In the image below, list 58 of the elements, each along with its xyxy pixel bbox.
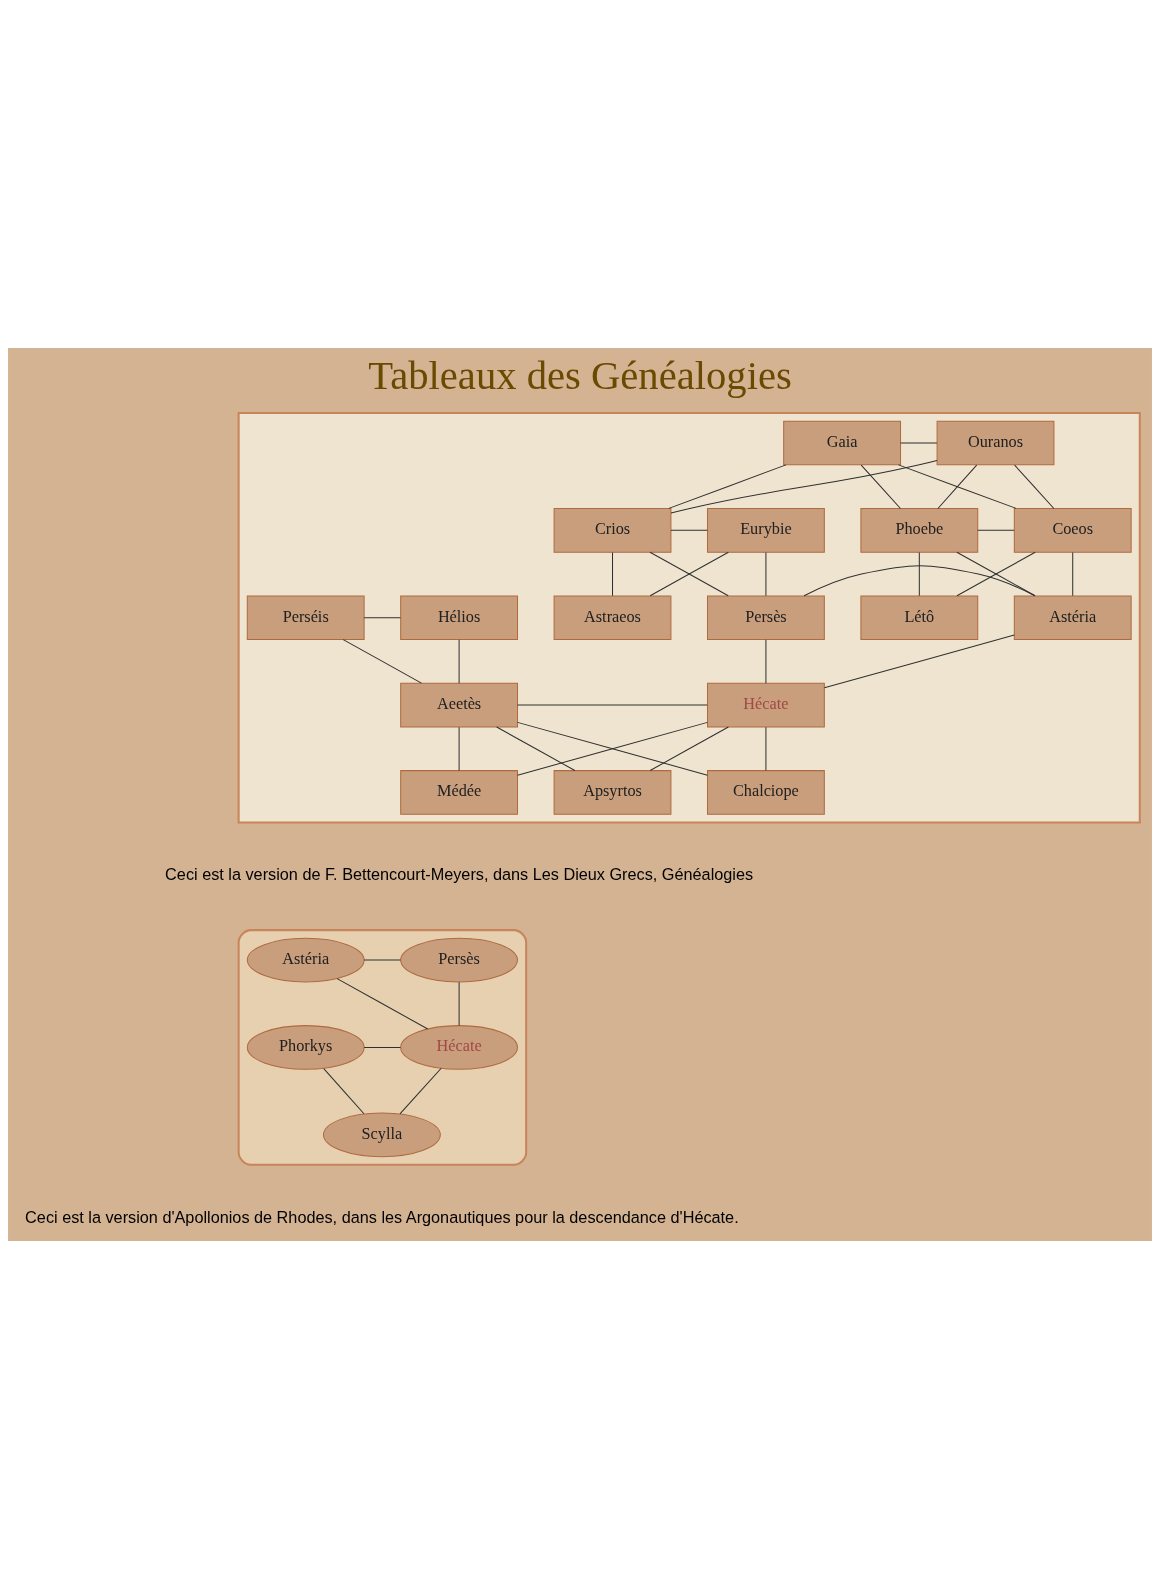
connector <box>323 1067 365 1114</box>
connector <box>670 459 938 514</box>
connector <box>670 529 708 531</box>
connector <box>612 551 613 596</box>
connector <box>363 1046 401 1048</box>
node-box: Aeetès <box>400 682 519 727</box>
connector <box>898 463 1017 509</box>
connector <box>649 726 729 771</box>
node-box: Eurybie <box>707 507 825 553</box>
connector <box>765 551 767 596</box>
label: Ceci est la version d'Apollonios de Rhodes, dans les Argonautiques pour la descendance d'Hécate. <box>25 1207 739 1226</box>
connector <box>977 529 1015 531</box>
node-box: Astraeos <box>553 594 672 640</box>
connector <box>399 1067 442 1114</box>
cluster <box>237 411 1141 823</box>
node-box: Létô <box>860 594 979 640</box>
connector <box>458 726 460 771</box>
connector <box>517 721 708 776</box>
node-box: Astéria <box>1013 594 1132 640</box>
node-box: Coeos <box>1013 507 1132 553</box>
node-box: Médée <box>400 769 519 815</box>
node-box: Gaia <box>783 420 902 465</box>
node-box: Hélios <box>400 594 519 640</box>
node-ellipse: Hécate <box>400 1024 519 1070</box>
connector <box>649 551 729 596</box>
connector <box>336 977 429 1029</box>
connector <box>918 551 920 596</box>
connector <box>860 464 901 509</box>
connector <box>937 464 978 509</box>
connector <box>765 726 767 771</box>
connector <box>956 551 1036 596</box>
node-ellipse: Scylla <box>322 1112 441 1157</box>
node-box: Perséis <box>246 594 365 640</box>
connector <box>363 616 401 618</box>
connector <box>668 463 787 509</box>
node-ellipse: Persès <box>400 937 519 982</box>
connector <box>496 726 576 771</box>
node-box: Ouranos <box>936 420 1055 465</box>
label: Ceci est la version de F. Bettencourt-Meyers, dans Les Dieux Grecs, Généalogies <box>165 864 754 883</box>
node-box: Apsyrtos <box>553 769 672 815</box>
connector <box>363 959 401 961</box>
diagram-title: Tableaux des Généalogies <box>368 352 792 398</box>
node-box: Persès <box>707 594 825 640</box>
node-box: Hécate <box>707 682 825 727</box>
connector <box>1014 464 1055 509</box>
connector <box>803 564 1036 596</box>
node-box: Crios <box>553 507 672 553</box>
connector <box>458 638 460 684</box>
connector <box>458 981 460 1026</box>
node-box: Chalciope <box>707 769 825 815</box>
connector <box>1072 551 1074 596</box>
cluster <box>237 928 528 1166</box>
node-box: Phoebe <box>860 507 979 553</box>
connector <box>342 638 422 684</box>
node-ellipse: Phorkys <box>246 1024 365 1070</box>
node-ellipse: Astéria <box>246 937 365 982</box>
connector <box>765 638 767 684</box>
connector <box>823 634 1015 688</box>
